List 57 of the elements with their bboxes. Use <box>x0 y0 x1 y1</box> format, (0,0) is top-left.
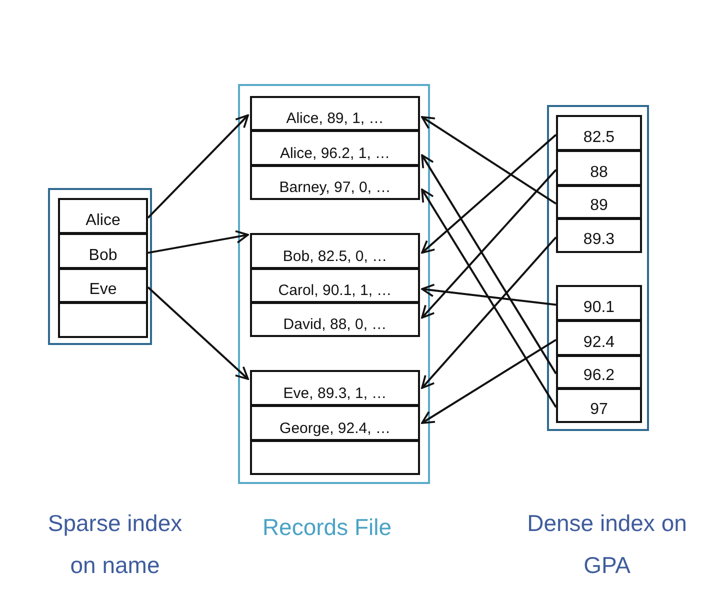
index-panel <box>547 105 649 431</box>
record-row <box>250 370 420 406</box>
index-entry <box>556 115 642 151</box>
entry-text: 88 <box>590 164 608 182</box>
entry-text: Eve <box>89 281 117 299</box>
records-file-panel <box>238 84 430 484</box>
empty-slot <box>250 440 420 475</box>
record-row <box>250 130 420 166</box>
pointer-arrow <box>421 169 557 319</box>
index-entry <box>58 268 148 303</box>
pointer-arrow <box>421 284 556 306</box>
entry-text: 89 <box>590 197 608 215</box>
caption-text: Sparse index on name <box>46 509 184 580</box>
index-panel <box>48 188 152 345</box>
record-row <box>250 268 420 303</box>
entry-text: George, 92.4, … <box>280 420 390 437</box>
pointer-arrow <box>421 188 557 408</box>
index-entry <box>556 388 642 423</box>
caption-text: Records File <box>261 513 393 542</box>
record-row <box>250 233 420 269</box>
entry-text: 82.5 <box>583 129 615 147</box>
entry-text: Carol, 90.1, 1, … <box>278 282 392 299</box>
pointer-arrow <box>421 338 557 424</box>
index-entry <box>556 355 642 389</box>
pointer-arrow <box>421 116 557 205</box>
index-entry <box>58 198 148 234</box>
entry-text: 96.2 <box>583 367 615 385</box>
pointer-arrow <box>421 154 557 374</box>
entry-text: David, 88, 0, … <box>283 316 387 333</box>
entry-text: 97 <box>590 401 608 419</box>
index-entry <box>556 285 642 321</box>
entry-text: Barney, 97, 0, … <box>279 179 391 196</box>
empty-slot <box>58 302 148 338</box>
index-entry <box>556 185 642 219</box>
record-row <box>250 165 420 200</box>
index-entry <box>58 233 148 269</box>
entry-text: Bob, 82.5, 0, … <box>282 248 388 265</box>
pointer-arrow <box>421 134 557 254</box>
index-entry <box>556 150 642 186</box>
caption-text: Dense index on GPA <box>526 509 688 580</box>
pointer-arrow <box>147 286 249 380</box>
entry-text: Alice, 96.2, 1, … <box>280 145 390 162</box>
index-entry <box>556 320 642 356</box>
entry-text: 92.4 <box>583 334 615 352</box>
record-row <box>250 405 420 441</box>
entry-text: Bob <box>88 247 118 265</box>
entry-text: Eve, 89.3, 1, … <box>283 385 387 402</box>
pointer-arrow <box>148 230 249 254</box>
pointer-arrow <box>147 114 249 218</box>
entry-text: 90.1 <box>583 299 615 317</box>
entry-text: Alice, 89, 1, … <box>286 110 384 127</box>
entry-text: 89.3 <box>583 231 615 249</box>
record-row <box>250 302 420 337</box>
entry-text: Alice <box>86 212 120 230</box>
pointer-arrow <box>421 236 557 389</box>
record-row <box>250 96 420 131</box>
index-entry <box>556 218 642 253</box>
